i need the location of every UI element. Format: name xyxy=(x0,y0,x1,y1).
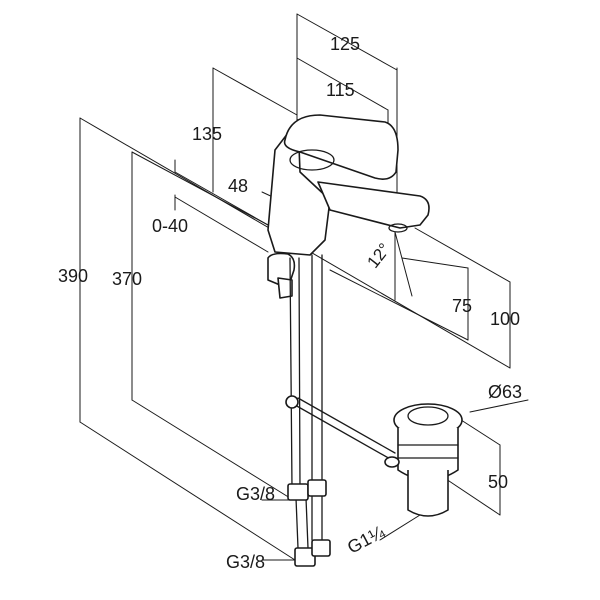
label-connection-upper: G3/8 xyxy=(236,484,275,504)
label-spout-height: 100 xyxy=(490,309,520,329)
supply-hoses xyxy=(285,254,396,567)
label-connection-lower: G3/8 xyxy=(226,552,265,572)
label-handle-reach: 115 xyxy=(326,80,355,100)
dimension-lines xyxy=(79,13,529,561)
label-drain-diameter: Ø63 xyxy=(488,382,522,402)
label-spout-offset: 48 xyxy=(228,176,248,196)
label-spout-angle: 12° xyxy=(363,240,394,272)
label-outlet-height: 75 xyxy=(452,296,472,316)
faucet-body xyxy=(267,114,430,299)
label-body-height: 370 xyxy=(112,269,142,289)
label-drain-thread: G1¼ xyxy=(344,521,389,557)
label-deck-thickness: 0-40 xyxy=(152,216,188,236)
label-lever-height: 135 xyxy=(192,124,222,144)
dimension-labels: 125 115 135 48 0-40 390 370 12° 75 100 Ø… xyxy=(58,34,522,572)
label-spout-reach: 125 xyxy=(330,34,360,54)
label-drain-height: 50 xyxy=(488,472,508,492)
drain-assembly xyxy=(384,403,463,517)
label-total-height: 390 xyxy=(58,266,88,286)
